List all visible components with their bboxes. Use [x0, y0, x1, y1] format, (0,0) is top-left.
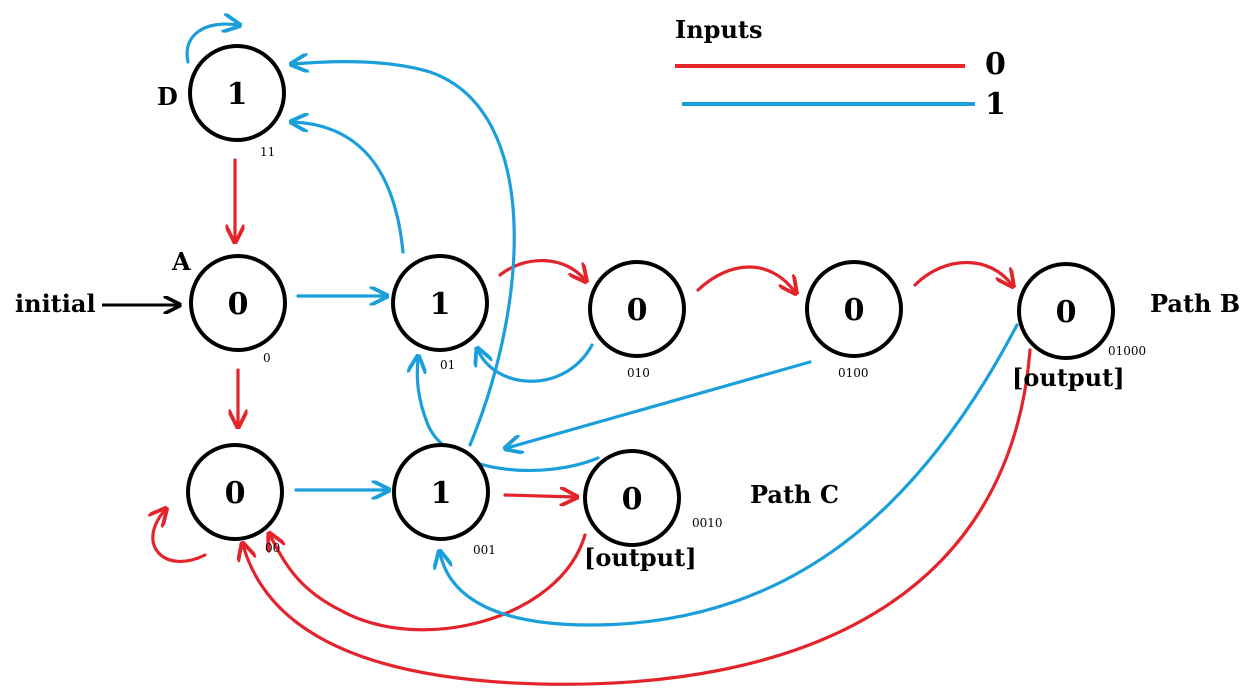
- state-0010-circle: [583, 449, 681, 547]
- state-D-code: 11: [260, 145, 275, 159]
- state-circles: [186, 44, 1115, 547]
- state-D-circle: [188, 44, 286, 142]
- state-01-value: 1: [430, 287, 451, 322]
- edge-001-to-D: [293, 62, 516, 447]
- state-01000-circle: [1017, 262, 1115, 360]
- state-001-circle: [392, 443, 490, 541]
- state-01-circle: [391, 254, 489, 352]
- input-0-transitions: [153, 158, 1032, 686]
- state-001-value: 1: [431, 476, 452, 511]
- edge-010-to-01: [478, 345, 594, 383]
- legend-label-0: 0: [985, 47, 1006, 82]
- edge-0100-to-01000: [913, 260, 1012, 286]
- state-D-value: 1: [227, 77, 248, 112]
- state-01000-code: 01000: [1108, 344, 1146, 358]
- edge-01000-to-001: [440, 323, 1019, 627]
- path-b-label: Path B: [1150, 289, 1240, 318]
- edge-01-to-D: [293, 122, 405, 254]
- output-label-path-b: [output]: [1012, 363, 1125, 392]
- initial-label: initial: [15, 289, 96, 318]
- path-c-label: Path C: [750, 480, 839, 509]
- state-010-code: 010: [627, 366, 650, 380]
- state-00-value: 0: [225, 476, 246, 511]
- legend-label-1: 1: [985, 87, 1006, 122]
- state-010-circle: [588, 260, 686, 358]
- state-00-code: 00: [265, 541, 280, 555]
- edge-010-to-0100: [696, 265, 795, 292]
- state-0010-code: 0010: [692, 516, 723, 530]
- state-0100-circle: [805, 260, 903, 358]
- edge-01000-to-00: [243, 348, 1032, 686]
- edge-001-to-0010: [503, 495, 575, 497]
- edge-D-self-loop: [185, 24, 238, 64]
- edge-0010-to-00: [270, 535, 587, 632]
- state-0100-value: 0: [844, 293, 865, 328]
- state-A-name: A: [171, 247, 191, 276]
- input-1-transitions: [185, 24, 1019, 627]
- state-A-code: 0: [263, 351, 271, 365]
- state-D-name: D: [157, 82, 178, 111]
- state-0100-code: 0100: [838, 366, 869, 380]
- legend-title: Inputs: [675, 15, 763, 44]
- output-label-path-c: [output]: [584, 543, 697, 572]
- edge-0100-to-001: [507, 360, 812, 448]
- state-01-code: 01: [440, 358, 455, 372]
- state-A-value: 0: [228, 287, 249, 322]
- edge-0010-to-01: [417, 358, 600, 472]
- edge-01-to-010: [498, 258, 585, 280]
- state-01000-value: 0: [1056, 295, 1077, 330]
- state-001-code: 001: [473, 543, 496, 557]
- state-A-circle: [189, 254, 287, 352]
- state-010-value: 0: [627, 293, 648, 328]
- state-00-circle: [186, 443, 284, 541]
- edge-00-self-loop: [153, 510, 207, 563]
- state-0010-value: 0: [622, 482, 643, 517]
